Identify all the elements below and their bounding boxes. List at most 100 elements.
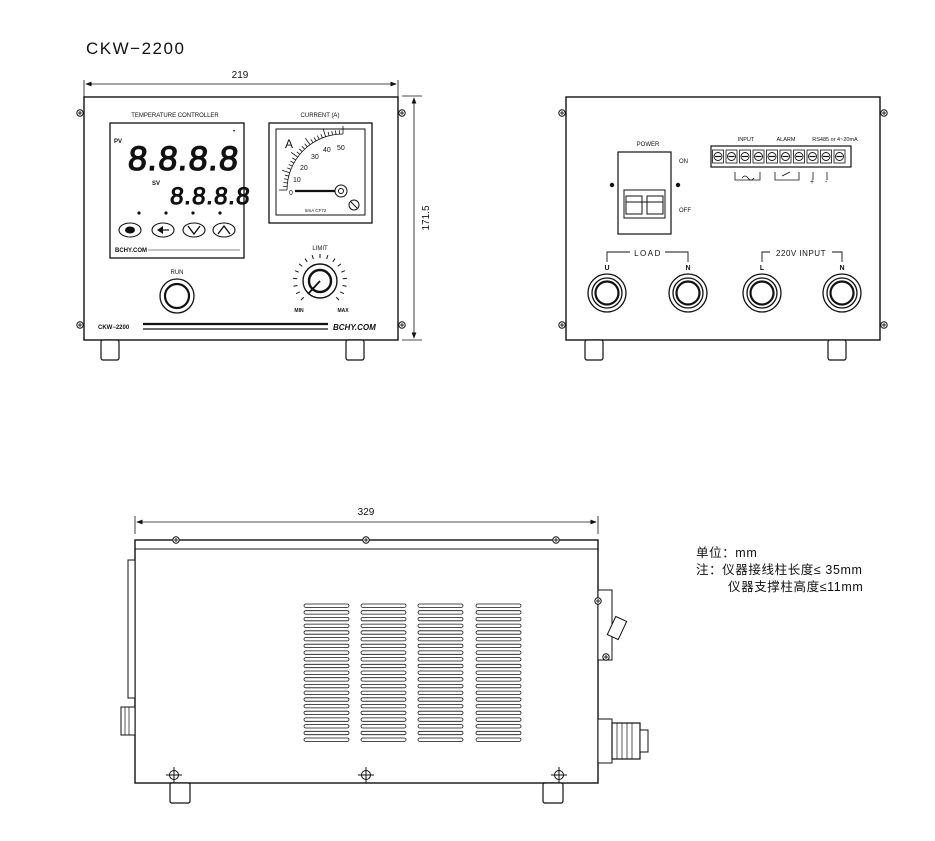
shift-button[interactable]: [151, 222, 175, 238]
limit-tick: [335, 296, 340, 301]
vent-slot: [417, 684, 464, 689]
vent-slot: [360, 650, 407, 655]
controller-brand: BCHY.COM: [115, 248, 147, 254]
vent-slot: [417, 717, 464, 722]
vent-slot: [475, 717, 522, 722]
vent-slot: [475, 697, 522, 702]
vent-slot: [360, 657, 407, 662]
load-n-socket[interactable]: [667, 272, 709, 314]
vent-slot: [360, 630, 407, 635]
side-foot-left: [169, 782, 191, 804]
limit-tick: [342, 284, 347, 287]
vent-slot: [475, 630, 522, 635]
vent-slot: [360, 724, 407, 729]
unit-note: 单位：mm: [696, 546, 758, 560]
vent-slot: [360, 617, 407, 622]
vent-slot: [303, 637, 350, 642]
ammeter-tick: [305, 137, 311, 145]
ventilation-slots: [303, 603, 522, 742]
back-foot-left: [584, 339, 604, 361]
support-height-note: 仪器支撑柱高度≤11mm: [728, 580, 864, 594]
vent-slot: [303, 657, 350, 662]
limit-tick: [340, 291, 345, 295]
pv-display: 8.8.8.8: [126, 140, 241, 178]
sv-label: SV: [152, 181, 160, 187]
ammeter-tick: [288, 164, 293, 167]
model-title: CKW−2200: [86, 39, 185, 58]
vent-slot: [360, 684, 407, 689]
vent-slot: [360, 677, 407, 682]
vent-slot: [303, 684, 350, 689]
vent-slot: [303, 603, 350, 608]
terminal-symbols: [734, 171, 828, 181]
vent-slot: [475, 724, 522, 729]
load-u-label: U: [604, 265, 609, 272]
vent-slot: [303, 617, 350, 622]
load-u-socket[interactable]: [586, 272, 628, 314]
ammeter: A 0 10 20 30 40 50 5mA CF72: [268, 122, 373, 224]
svg-text:•: •: [233, 129, 235, 135]
vent-slot: [475, 650, 522, 655]
vent-slot: [475, 710, 522, 716]
rear-socket-profile: [597, 718, 649, 764]
power-breaker[interactable]: [617, 151, 672, 235]
back-foot-right: [827, 339, 847, 361]
limit-tick: [332, 258, 336, 263]
ammeter-tick: [296, 151, 301, 155]
ammeter-tick: [313, 137, 317, 142]
limit-tick: [337, 263, 342, 267]
vent-slot: [475, 730, 522, 736]
vent-slot: [475, 663, 522, 669]
ammeter-tick: [290, 160, 295, 164]
limit-dial-ticks: [293, 254, 347, 301]
vent-slot: [360, 610, 407, 615]
vent-slot: [475, 637, 522, 642]
input-n-socket[interactable]: [821, 272, 863, 314]
set-button[interactable]: [118, 222, 142, 238]
run-switch[interactable]: [159, 278, 195, 314]
vent-slot: [417, 724, 464, 729]
vent-slot: [417, 697, 464, 702]
input-n-label: N: [839, 265, 844, 272]
ammeter-tick: [282, 169, 290, 174]
down-button[interactable]: [182, 222, 206, 238]
up-button[interactable]: [212, 222, 236, 238]
vent-slot: [303, 737, 350, 742]
on-label: ON: [679, 159, 688, 165]
load-label: LOAD: [634, 249, 662, 258]
ammeter-unit: A: [285, 137, 293, 151]
limit-tick: [294, 270, 299, 273]
ammeter-tick: [317, 135, 320, 140]
vent-slot: [475, 670, 522, 675]
notes: 单位：mm 注：仪器接线柱长度≤ 35mm 仪器支撑柱高度≤11mm: [696, 545, 863, 596]
input-l-label: L: [760, 265, 765, 272]
vent-slot: [475, 677, 522, 682]
vent-slot: [360, 637, 407, 642]
ammeter-tick: [292, 157, 296, 161]
ammeter-model: 5mA CF72: [305, 208, 327, 213]
vent-slot: [360, 737, 407, 742]
vent-slot: [475, 603, 522, 608]
vent-slot: [360, 704, 407, 709]
ammeter-tick: [284, 174, 289, 177]
terminal-label-alarm: ALARM: [777, 137, 796, 143]
ammeter-scale-10: 10: [293, 177, 301, 184]
vent-slot: [475, 657, 522, 662]
front-foot-right: [345, 339, 365, 361]
front-width-dimension: 219: [232, 70, 249, 81]
terminal-label-rs485: RS485 or 4~20mA: [812, 137, 858, 143]
side-run-switch: [120, 706, 136, 736]
limit-knob[interactable]: [302, 263, 338, 299]
front-view: 219 171.5 TEMPERATURE CONTROLLER • PV 8.…: [76, 70, 432, 361]
vent-slot: [417, 623, 464, 628]
vent-slot: [475, 623, 522, 628]
pv-label: PV: [114, 139, 122, 145]
vent-slot: [360, 697, 407, 702]
terminal-length-note: 注：仪器接线柱长度≤ 35mm: [696, 563, 863, 577]
side-length-dimension: 329: [358, 507, 375, 518]
input-l-socket[interactable]: [741, 272, 783, 314]
vent-slot: [417, 704, 464, 709]
ammeter-tick: [304, 143, 308, 148]
limit-tick: [298, 263, 303, 267]
vent-slot: [360, 643, 407, 649]
